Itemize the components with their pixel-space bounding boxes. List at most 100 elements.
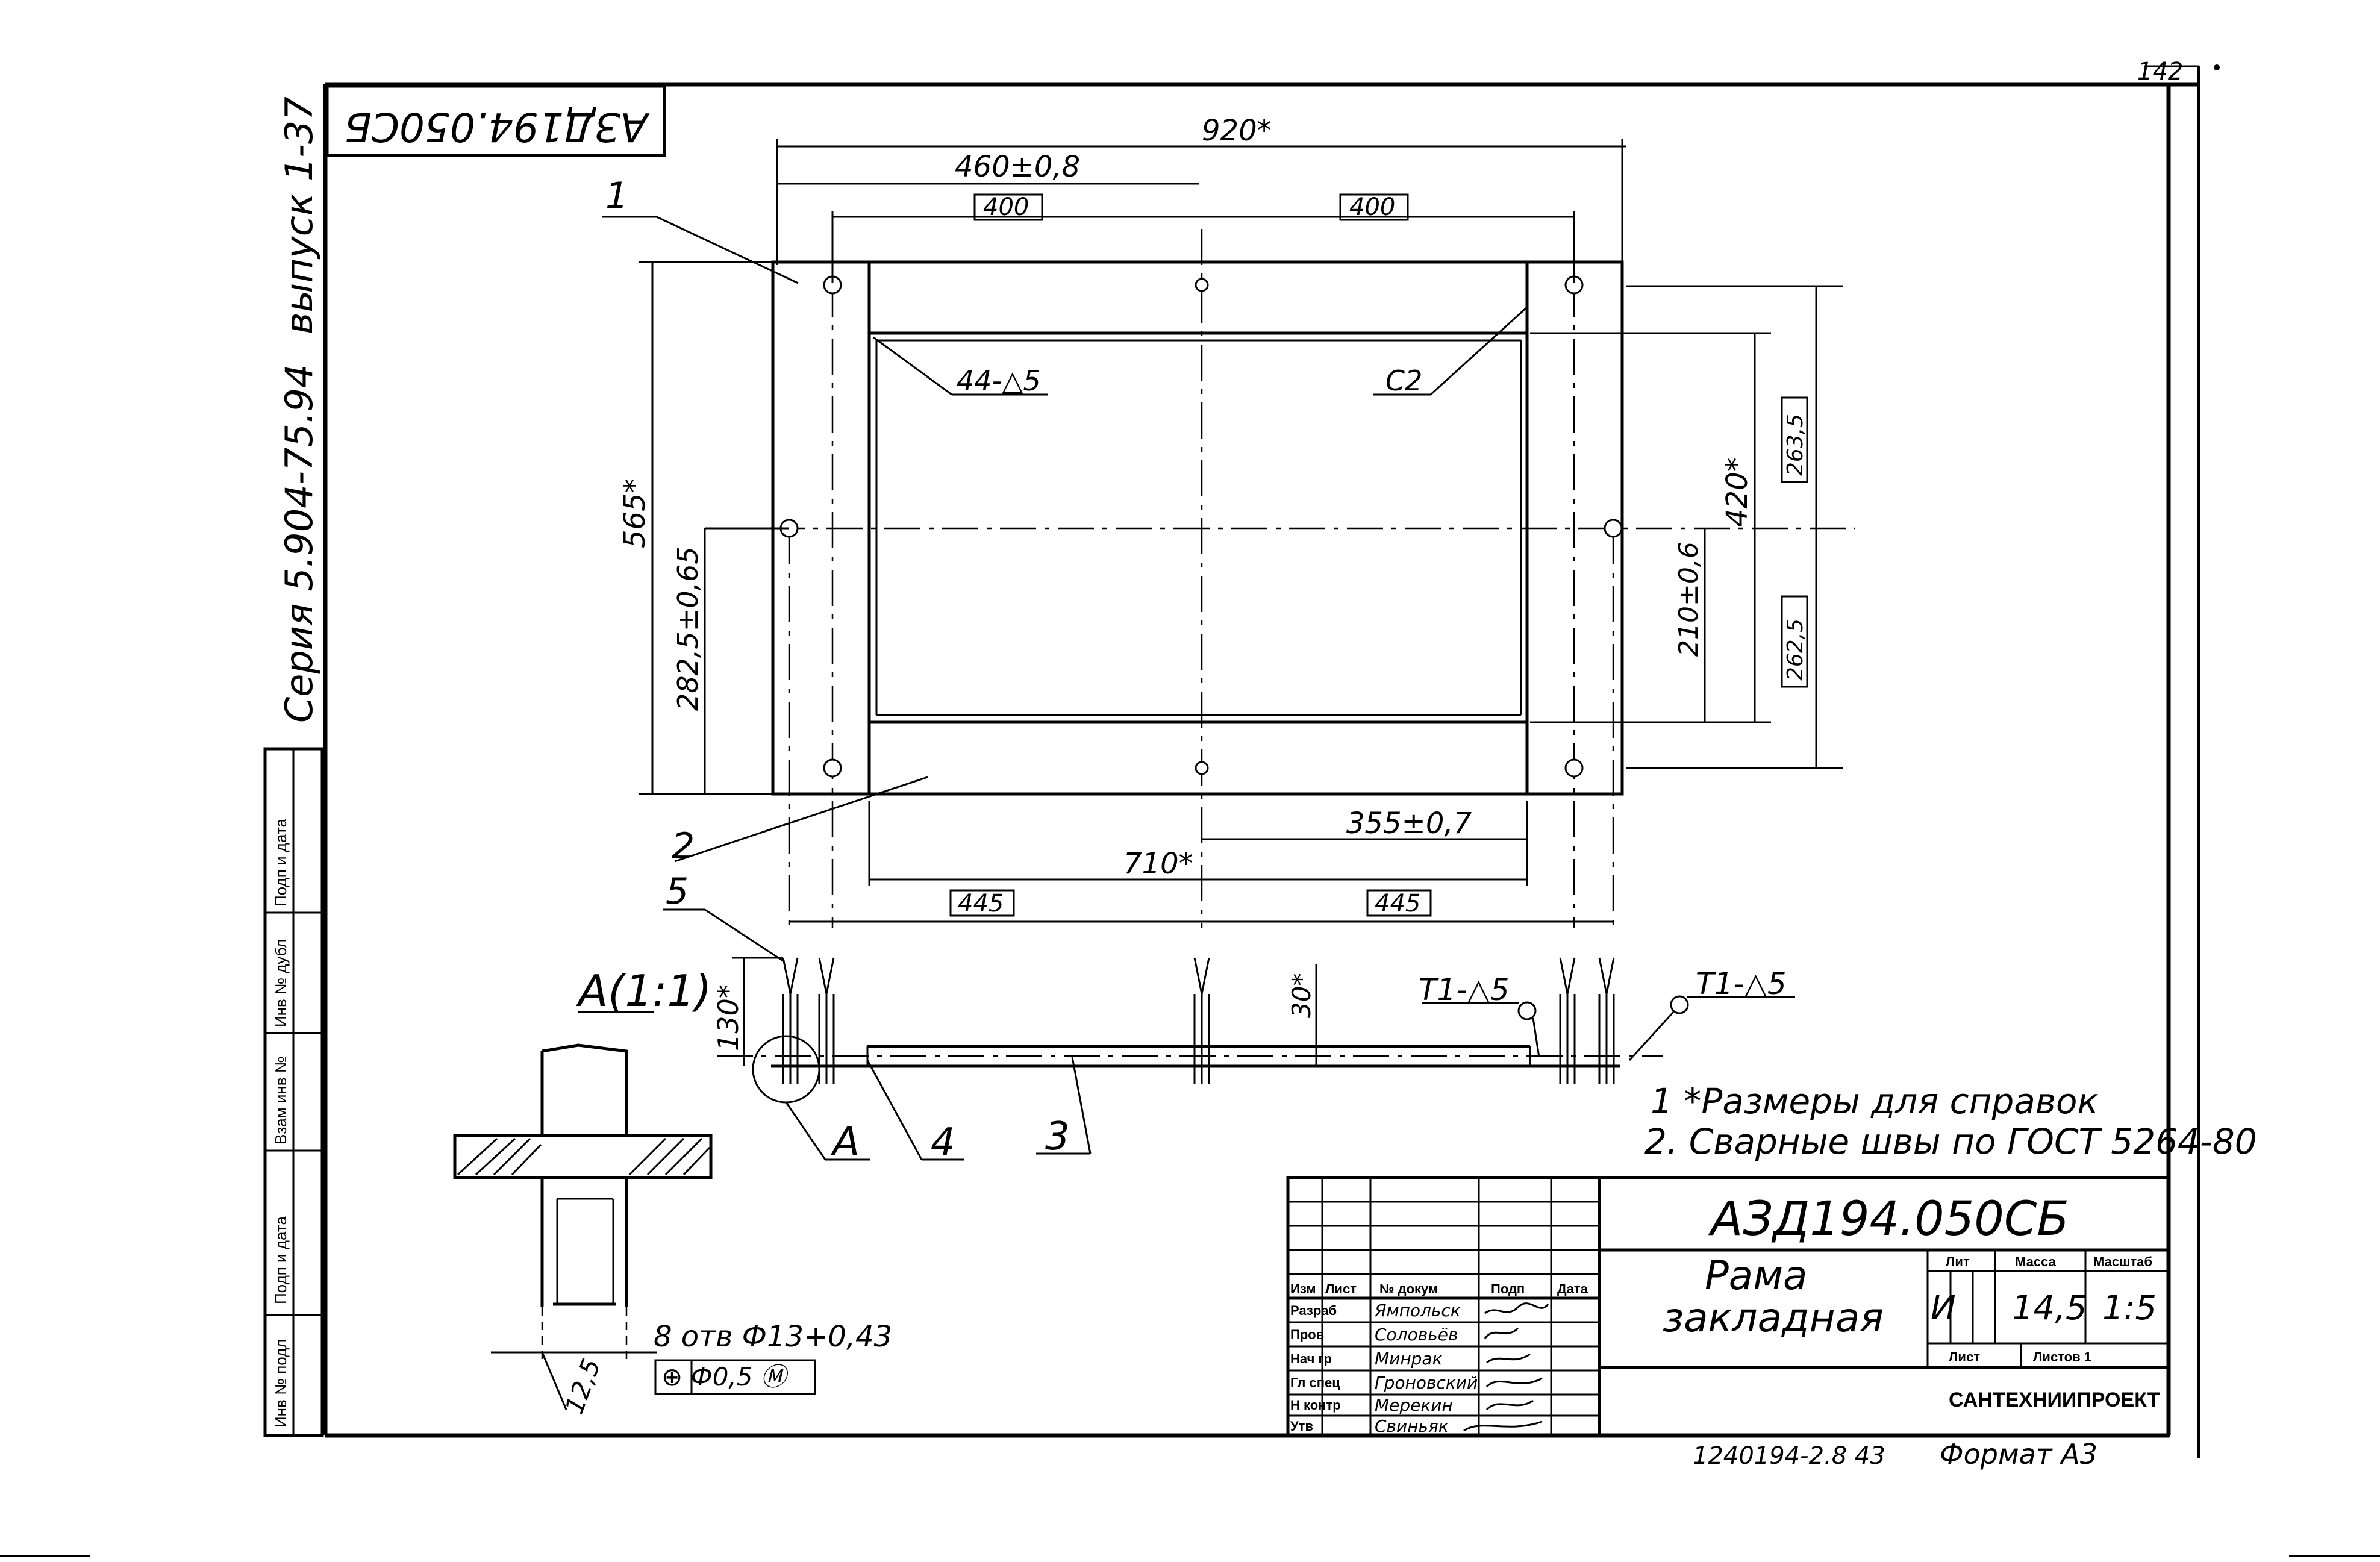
right-dimensions: [1530, 285, 1843, 769]
dim-ref-upper: 263,5: [1783, 414, 1808, 476]
dim-plate-offset: 30*: [1287, 973, 1316, 1018]
stamp-inv-podl: Инв № подл: [272, 1339, 290, 1428]
rotated-code-box: АЗД194.050СБ: [325, 84, 666, 157]
hole-7: [1195, 761, 1209, 775]
person-prov: Соловьёв: [1375, 1325, 1458, 1345]
scale-value: 1:5: [2102, 1289, 2157, 1328]
note-2: 2. Сварные швы по ГОСТ 5264-80: [1644, 1121, 2257, 1162]
col-header-data: Дата: [1557, 1281, 1588, 1296]
weld-t1-left-circle: [1517, 1001, 1537, 1020]
callout-pos1: 1: [605, 175, 628, 217]
weld-t1-right: Т1-△5: [1696, 966, 1787, 1001]
hole-2: [1195, 278, 1209, 292]
lit-label: Лит: [1946, 1254, 1970, 1269]
hole-8: [1564, 758, 1584, 778]
dim-half-opening-width: 355±0,7: [1346, 807, 1472, 840]
dim-detail: 12,5: [559, 1355, 606, 1418]
callout-pos3: 3: [1045, 1114, 1070, 1159]
bottom-note: 1240194-2.8 43: [1693, 1442, 1885, 1470]
holes-spec: 8 отв Ф13+0,43: [654, 1320, 892, 1354]
person-nach-gr: Минрак: [1375, 1349, 1443, 1369]
ref-box-400-left: [973, 193, 1043, 221]
signatures: [1463, 1302, 1549, 1432]
hole-5: [1604, 519, 1623, 538]
left-dimensions: [639, 261, 789, 795]
mass-value: 14,5: [2012, 1289, 2087, 1328]
anchor-2: [818, 957, 835, 1084]
series-label: Серия 5.904-75.94: [277, 364, 321, 723]
sheet-label: Лист: [1949, 1349, 1980, 1364]
dim-half-width: 460±0,8: [955, 150, 1080, 184]
weld-fillet-inner: 44-△5: [957, 364, 1041, 397]
dim-hole-spacing-right: 400: [1349, 193, 1395, 221]
note-1: 1 *Размеры для справок: [1651, 1081, 2099, 1122]
scale-label: Масштаб: [2093, 1254, 2152, 1269]
dim-overall-width: 920*: [1202, 114, 1272, 148]
role-razrab: Разраб: [1290, 1303, 1337, 1318]
detail-a-view: [453, 1043, 713, 1410]
title-block-grid: [1286, 1176, 2170, 1437]
ref-box-400-right: [1339, 193, 1409, 221]
callout-detail-ref: А: [830, 1119, 860, 1165]
col-header-podp: Подп: [1491, 1281, 1525, 1296]
callout-pos4: 4: [931, 1120, 955, 1165]
detail-title: А(1:1): [576, 966, 711, 1016]
lit-value: И: [1931, 1289, 1956, 1328]
mass-label: Масса: [2015, 1254, 2057, 1269]
format-label: Формат А3: [1940, 1438, 2097, 1470]
ref-box-445-left: [949, 889, 1015, 917]
callout-pos2: 2: [672, 825, 695, 867]
top-dimensions: [776, 139, 1626, 283]
stamp-inv-dubl: Инв № дубл: [272, 939, 290, 1027]
anchor-4: [1559, 957, 1576, 1084]
dim-hole-pitch-right: 445: [1375, 890, 1420, 917]
weld-corner: С2: [1385, 364, 1422, 397]
detail-circle: [752, 1035, 820, 1104]
callout-leaders: [602, 216, 928, 962]
person-gl-spec: Гроновский: [1375, 1373, 1478, 1393]
title-doc-code: АЗД194.050СБ: [1708, 1192, 2069, 1246]
role-n-kontr: Н контр: [1290, 1398, 1341, 1413]
dim-ref-lower: 262,5: [1783, 619, 1808, 681]
ref-box-445-right: [1366, 889, 1432, 917]
dim-half-opening: 210±0,6: [1673, 542, 1704, 657]
stamp-podp-data-2: Подп и дата: [272, 819, 290, 907]
hole-6: [823, 758, 842, 778]
person-utv: Свиньяк: [1375, 1416, 1449, 1436]
bottom-dimensions: [789, 801, 1613, 923]
stamp-podp-data-1: Подп и дата: [272, 1216, 290, 1304]
col-header-list: Лист: [1325, 1281, 1357, 1296]
person-razrab: Ямпольск: [1374, 1301, 1461, 1320]
page-number: 142: [2137, 58, 2183, 86]
col-header-doc: № докум: [1379, 1281, 1438, 1296]
person-n-kontr: Мерекин: [1375, 1395, 1453, 1415]
anchor-3: [1193, 957, 1210, 1084]
callout-pos5: 5: [666, 870, 689, 913]
corner-dot: [2214, 64, 2220, 70]
org-name: САНТЕХНИИПРОЕКТ: [1949, 1389, 2160, 1411]
dim-opening-width: 710*: [1123, 847, 1193, 881]
tolerance-spec: ⊕ Ф0,5 Ⓜ: [661, 1362, 790, 1392]
dim-anchor-length: 130*: [712, 984, 745, 1051]
section-view: [717, 957, 1795, 1161]
tolerance-frame: [654, 1359, 816, 1395]
role-utv: Утв: [1290, 1419, 1313, 1434]
anchor-5: [1598, 957, 1615, 1084]
weld-leaders: [873, 306, 1528, 396]
ref-box-lower: [1781, 595, 1808, 688]
stamp-vzam-inv: Взам инв №: [272, 1056, 290, 1145]
issue-label: выпуск 1-37: [277, 96, 321, 334]
rotated-code: АЗД194.050СБ: [345, 104, 650, 150]
role-nach-gr: Нач гр: [1290, 1351, 1332, 1366]
role-gl-spec: Гл спец: [1290, 1375, 1340, 1390]
dim-hole-spacing-left: 400: [983, 193, 1029, 221]
sheets-label: Листов 1: [2033, 1349, 2091, 1364]
weld-t1-right-circle: [1670, 995, 1689, 1014]
dim-half-height: 282,5±0,65: [672, 546, 704, 711]
ref-box-upper: [1781, 396, 1808, 483]
title-name-line2: закладная: [1663, 1295, 1884, 1341]
dim-opening-height: 420*: [1720, 457, 1754, 527]
dim-overall-height: 565*: [618, 478, 652, 548]
left-stamp-strip: [263, 747, 324, 1437]
